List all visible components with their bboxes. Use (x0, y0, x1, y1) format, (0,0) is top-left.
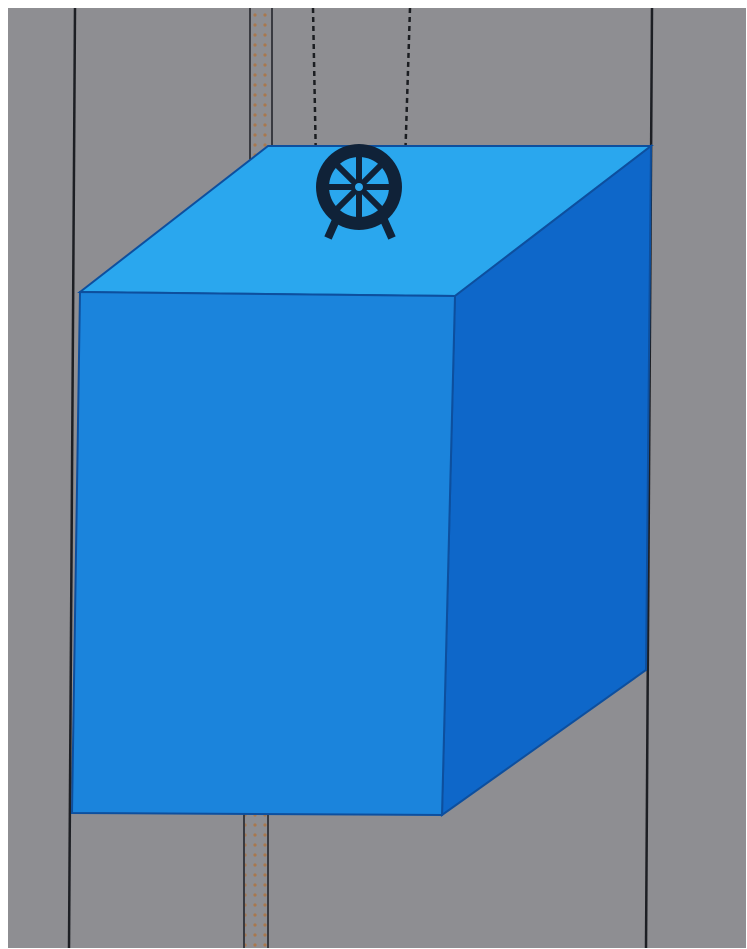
counterweight-rail-lower (245, 814, 267, 948)
car-front-face (72, 292, 455, 815)
counterweight-rail-upper (251, 8, 271, 168)
